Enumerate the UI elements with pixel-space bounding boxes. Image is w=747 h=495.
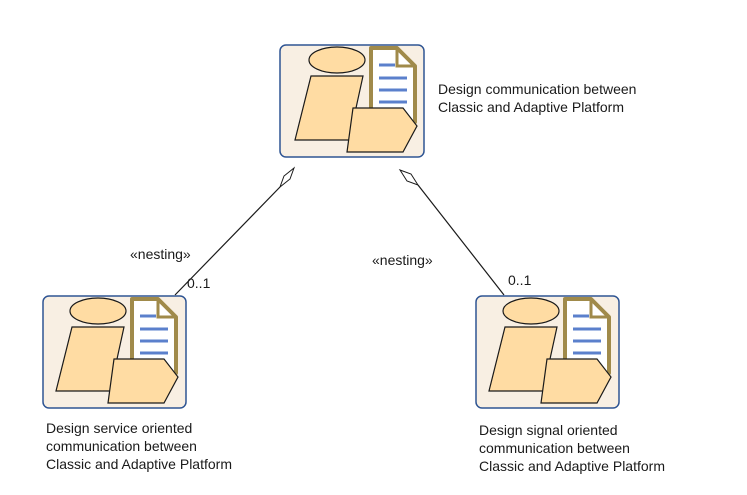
node-left[interactable] — [42, 295, 187, 409]
node-label-line: communication between — [46, 438, 197, 454]
right-stereotype-label: «nesting» — [372, 252, 433, 268]
activity-document-icon — [54, 296, 180, 405]
left-stereotype-label: «nesting» — [130, 246, 191, 262]
nesting-connector-right[interactable] — [398, 169, 505, 296]
aggregation-diamond-left-icon — [278, 166, 296, 189]
node-label-line: Design signal oriented — [479, 422, 618, 438]
node-right[interactable] — [475, 295, 620, 409]
activity-document-icon — [293, 45, 419, 154]
right-multiplicity-label: 0..1 — [508, 272, 532, 288]
aggregation-diamond-right-icon — [398, 169, 420, 186]
node-left-label: Design service oriented communication be… — [46, 419, 232, 473]
node-label-line: Classic and Adaptive Platform — [479, 458, 665, 474]
nesting-connector-left[interactable] — [174, 166, 296, 296]
node-label-line: Design service oriented — [46, 420, 193, 436]
node-label-line: Classic and Adaptive Platform — [46, 456, 232, 472]
node-parent-label: Design communication between Classic and… — [438, 80, 636, 116]
node-right-label: Design signal oriented communication bet… — [479, 421, 665, 475]
activity-document-icon — [487, 296, 613, 405]
node-label-line: Classic and Adaptive Platform — [438, 99, 624, 115]
node-label-line: communication between — [479, 440, 630, 456]
left-multiplicity-label: 0..1 — [187, 275, 211, 291]
node-label-line: Design communication between — [438, 81, 637, 97]
node-parent[interactable] — [279, 44, 425, 158]
